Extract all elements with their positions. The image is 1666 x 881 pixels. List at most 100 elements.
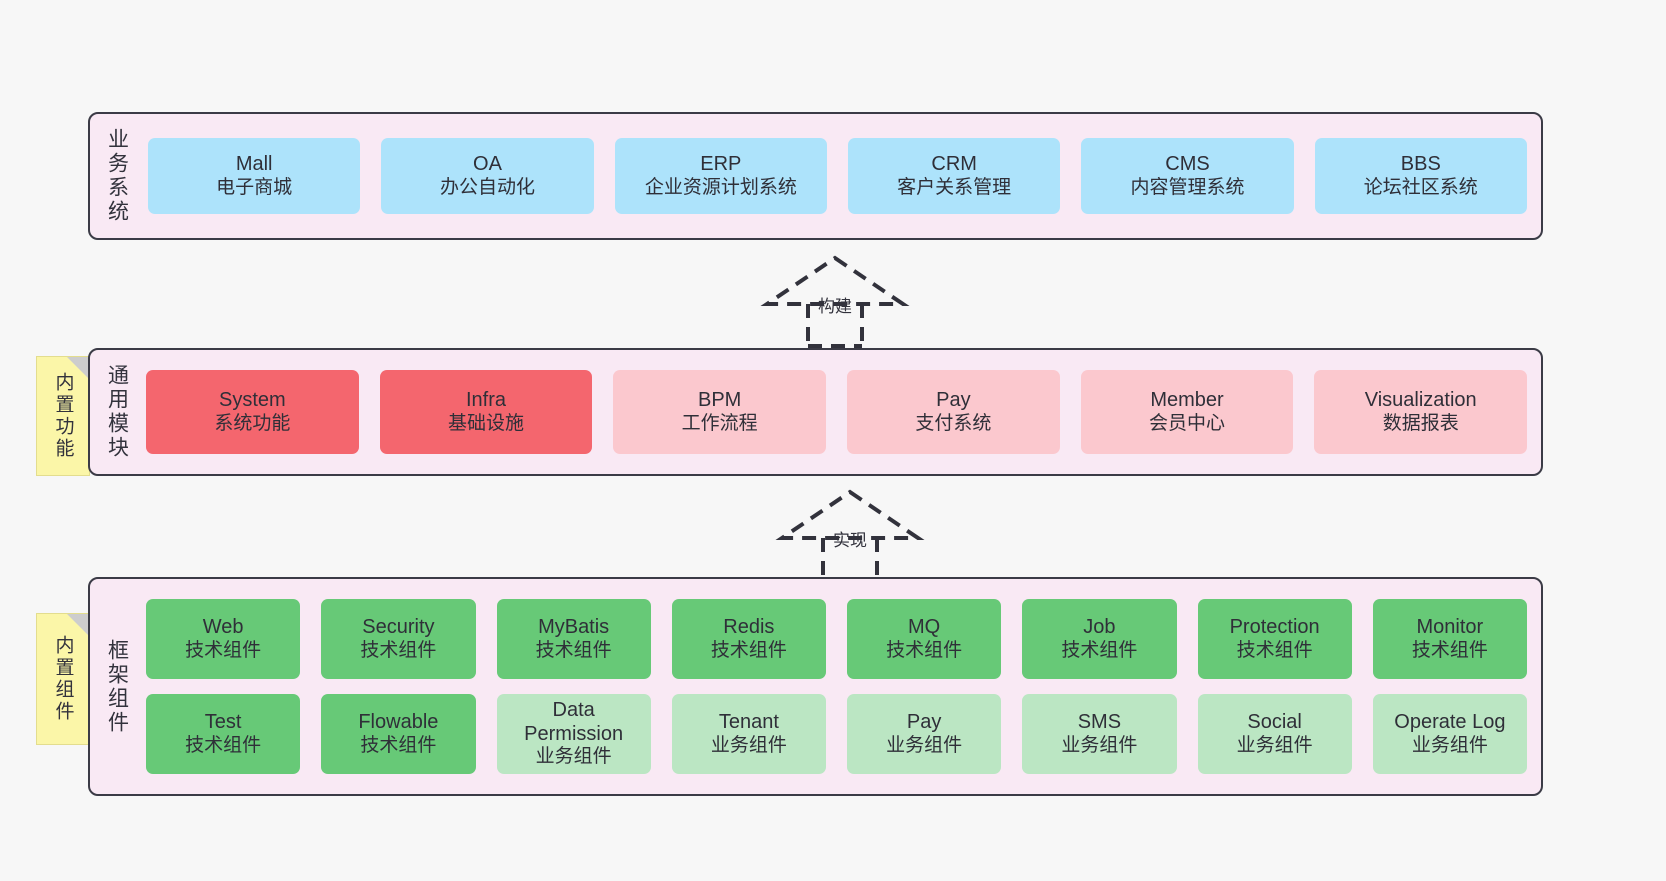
card-security[interactable]: Security 技术组件 <box>321 599 476 679</box>
card-cms[interactable]: CMS 内容管理系统 <box>1081 138 1294 214</box>
card-mybatis[interactable]: MyBatis 技术组件 <box>496 599 651 679</box>
card-title-cn: 数据报表 <box>1382 412 1459 434</box>
card-mq[interactable]: MQ 技术组件 <box>847 599 1002 679</box>
card-title-cn: 电子商城 <box>216 176 293 198</box>
card-visualization[interactable]: Visualization 数据报表 <box>1314 370 1528 454</box>
card-title-en: Protection <box>1229 616 1320 638</box>
business-card-row: Mall 电子商城 OA 办公自动化 ERP 企业资源计划系统 CRM 客户关系… <box>148 138 1527 214</box>
card-redis[interactable]: Redis 技术组件 <box>671 599 826 679</box>
card-protection[interactable]: Protection 技术组件 <box>1197 599 1352 679</box>
card-title-cn: 技术组件 <box>710 639 787 661</box>
card-title-cn: 技术组件 <box>185 734 262 756</box>
card-title-en: MyBatis <box>538 616 610 638</box>
card-title-en: MQ <box>908 616 941 638</box>
card-pay-module[interactable]: Pay 支付系统 <box>847 370 1060 454</box>
card-mall[interactable]: Mall 电子商城 <box>148 138 361 214</box>
note-builtin-features: 内置功能 <box>36 356 90 476</box>
note-label: 内置组件 <box>52 635 74 723</box>
card-title-cn: 技术组件 <box>360 639 437 661</box>
card-title-en: Pay <box>936 389 971 411</box>
card-title-en: SMS <box>1077 711 1122 733</box>
card-title-en: Operate Log <box>1394 711 1506 733</box>
arrow-implement: 实现 <box>770 489 930 582</box>
card-title-en: Tenant <box>718 711 779 733</box>
card-sms[interactable]: SMS 业务组件 <box>1022 694 1177 774</box>
modules-card-row: System 系统功能 Infra 基础设施 BPM 工作流程 Pay 支付系统… <box>146 370 1528 454</box>
card-job[interactable]: Job 技术组件 <box>1022 599 1177 679</box>
card-title-en: BPM <box>698 389 742 411</box>
card-title-cn: 技术组件 <box>1236 639 1313 661</box>
card-title-en: System <box>218 389 286 411</box>
layer-business-title: 业务系统 <box>105 128 129 224</box>
card-title-cn: 会员中心 <box>1149 412 1226 434</box>
card-test[interactable]: Test 技术组件 <box>146 694 301 774</box>
card-title-en: Visualization <box>1364 389 1477 411</box>
card-system[interactable]: System 系统功能 <box>146 370 359 454</box>
card-title-cn: 技术组件 <box>1061 639 1138 661</box>
card-title-en: Pay <box>906 711 942 733</box>
card-title-en: Data Permission <box>524 699 624 745</box>
card-title-en: Test <box>204 711 242 733</box>
card-bpm[interactable]: BPM 工作流程 <box>613 370 827 454</box>
card-title-en: Job <box>1083 616 1116 638</box>
card-bbs[interactable]: BBS 论坛社区系统 <box>1314 138 1527 214</box>
card-title-cn: 业务组件 <box>535 746 612 768</box>
card-pay-component[interactable]: Pay 业务组件 <box>847 694 1002 774</box>
card-flowable[interactable]: Flowable 技术组件 <box>321 694 476 774</box>
layer-framework-components: 框架组件 Web 技术组件 Security 技术组件 MyBatis 技术组件… <box>88 577 1543 796</box>
card-title-en: BBS <box>1400 153 1441 175</box>
card-title-cn: 支付系统 <box>915 412 992 434</box>
framework-row-2: Test 技术组件 Flowable 技术组件 Data Permission … <box>146 694 1527 774</box>
layer-common-modules: 通用模块 System 系统功能 Infra 基础设施 BPM 工作流程 Pay… <box>88 348 1543 476</box>
card-operate-log[interactable]: Operate Log 业务组件 <box>1372 694 1527 774</box>
card-title-en: Security <box>362 616 435 638</box>
card-title-cn: 内容管理系统 <box>1130 176 1245 198</box>
card-title-cn: 技术组件 <box>535 639 612 661</box>
arrow-build-label: 构建 <box>818 297 852 316</box>
card-member[interactable]: Member 会员中心 <box>1080 370 1294 454</box>
card-title-cn: 业务组件 <box>1411 734 1488 756</box>
card-title-en: CRM <box>931 153 977 175</box>
card-title-en: Social <box>1247 711 1302 733</box>
card-title-cn: 客户关系管理 <box>897 176 1012 198</box>
layer-framework-body: Web 技术组件 Security 技术组件 MyBatis 技术组件 Redi… <box>140 579 1541 794</box>
card-title-cn: 技术组件 <box>886 639 963 661</box>
layer-modules-body: System 系统功能 Infra 基础设施 BPM 工作流程 Pay 支付系统… <box>140 350 1541 474</box>
card-title-cn: 基础设施 <box>448 412 525 434</box>
card-title-en: CMS <box>1165 153 1210 175</box>
card-monitor[interactable]: Monitor 技术组件 <box>1372 599 1527 679</box>
arrow-implement-label: 实现 <box>833 531 867 550</box>
card-title-cn: 业务组件 <box>886 734 963 756</box>
card-title-en: Web <box>202 616 244 638</box>
layer-framework-title: 框架组件 <box>105 638 129 735</box>
card-title-en: ERP <box>700 153 742 175</box>
card-crm[interactable]: CRM 客户关系管理 <box>847 138 1061 214</box>
card-infra[interactable]: Infra 基础设施 <box>379 370 593 454</box>
arrow-build-glyph <box>760 255 910 348</box>
card-title-en: Monitor <box>1416 616 1484 638</box>
card-oa[interactable]: OA 办公自动化 <box>381 138 594 214</box>
card-title-cn: 办公自动化 <box>439 176 535 198</box>
card-web[interactable]: Web 技术组件 <box>146 599 301 679</box>
framework-row-1: Web 技术组件 Security 技术组件 MyBatis 技术组件 Redi… <box>146 599 1527 679</box>
card-title-cn: 工作流程 <box>681 412 758 434</box>
card-title-cn: 业务组件 <box>710 734 787 756</box>
card-title-en: Flowable <box>358 711 439 733</box>
arrow-build: 构建 <box>755 255 915 348</box>
card-title-cn: 企业资源计划系统 <box>644 176 797 198</box>
card-title-cn: 系统功能 <box>214 412 291 434</box>
card-title-en: OA <box>473 153 502 175</box>
card-title-cn: 业务组件 <box>1061 734 1138 756</box>
card-title-cn: 技术组件 <box>185 639 262 661</box>
note-label: 内置功能 <box>52 372 74 460</box>
card-erp[interactable]: ERP 企业资源计划系统 <box>614 138 827 214</box>
card-tenant[interactable]: Tenant 业务组件 <box>671 694 826 774</box>
card-data-permission[interactable]: Data Permission 业务组件 <box>496 694 651 774</box>
layer-business-body: Mall 电子商城 OA 办公自动化 ERP 企业资源计划系统 CRM 客户关系… <box>140 114 1541 238</box>
card-title-en: Member <box>1150 389 1224 411</box>
layer-modules-title: 通用模块 <box>105 364 129 460</box>
note-builtin-components: 内置组件 <box>36 613 90 745</box>
card-title-en: Mall <box>235 153 273 175</box>
card-social[interactable]: Social 业务组件 <box>1197 694 1352 774</box>
